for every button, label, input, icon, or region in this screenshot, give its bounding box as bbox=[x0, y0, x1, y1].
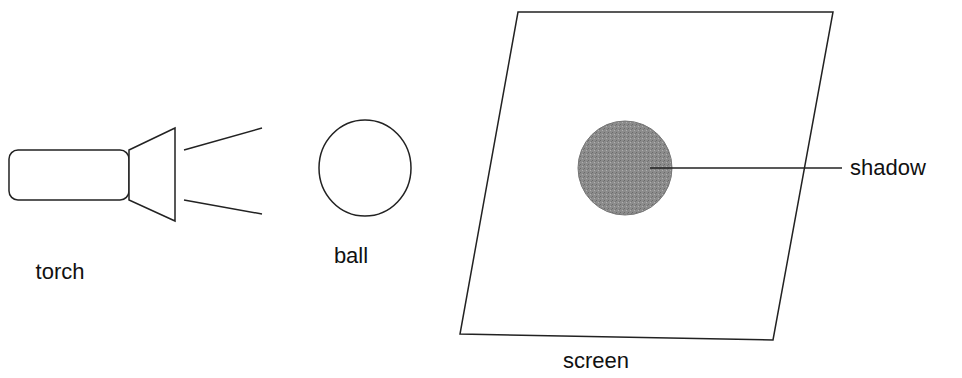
part-label: shadow bbox=[850, 157, 926, 179]
ball-outline bbox=[319, 120, 411, 216]
leader-line bbox=[650, 167, 842, 169]
screen-outline bbox=[460, 12, 833, 340]
torch-head bbox=[129, 128, 175, 221]
light-ray bbox=[184, 128, 262, 150]
torch-body bbox=[9, 150, 129, 200]
part-label: torch bbox=[36, 261, 85, 283]
part-label: ball bbox=[334, 245, 368, 267]
light-ray bbox=[184, 200, 262, 214]
part-label: screen bbox=[563, 350, 629, 372]
